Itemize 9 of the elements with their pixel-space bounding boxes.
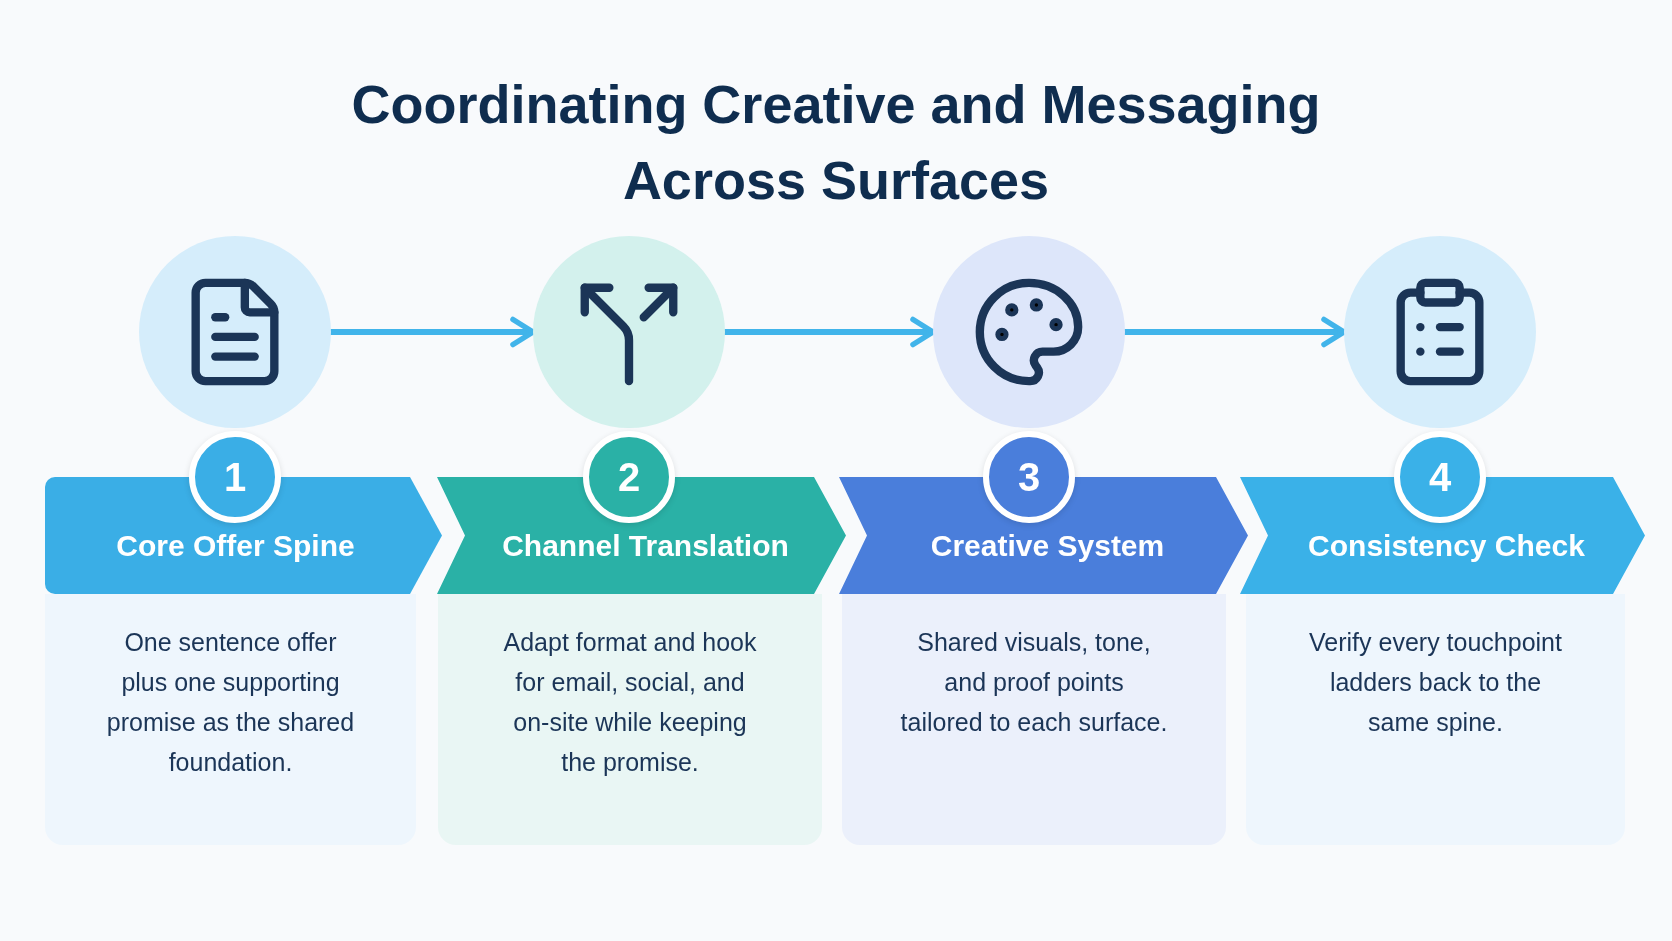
step-number: 2 <box>583 431 675 523</box>
step-number: 3 <box>983 431 1075 523</box>
step-number: 4 <box>1394 431 1486 523</box>
description-card: Shared visuals, tone, and proof points tailored to each surface. <box>842 594 1226 845</box>
description-card: One sentence offer plus one supporting promise as the shared foundation. <box>45 594 416 845</box>
step-number: 1 <box>189 431 281 523</box>
title: Coordinating Creative and Messaging Across Surfaces <box>350 73 1322 212</box>
description-card: Verify every touchpoint ladders back to the same spine. <box>1246 594 1625 845</box>
description-card: Adapt format and hook for email, social, and on-site while keeping the promise. <box>438 594 822 845</box>
